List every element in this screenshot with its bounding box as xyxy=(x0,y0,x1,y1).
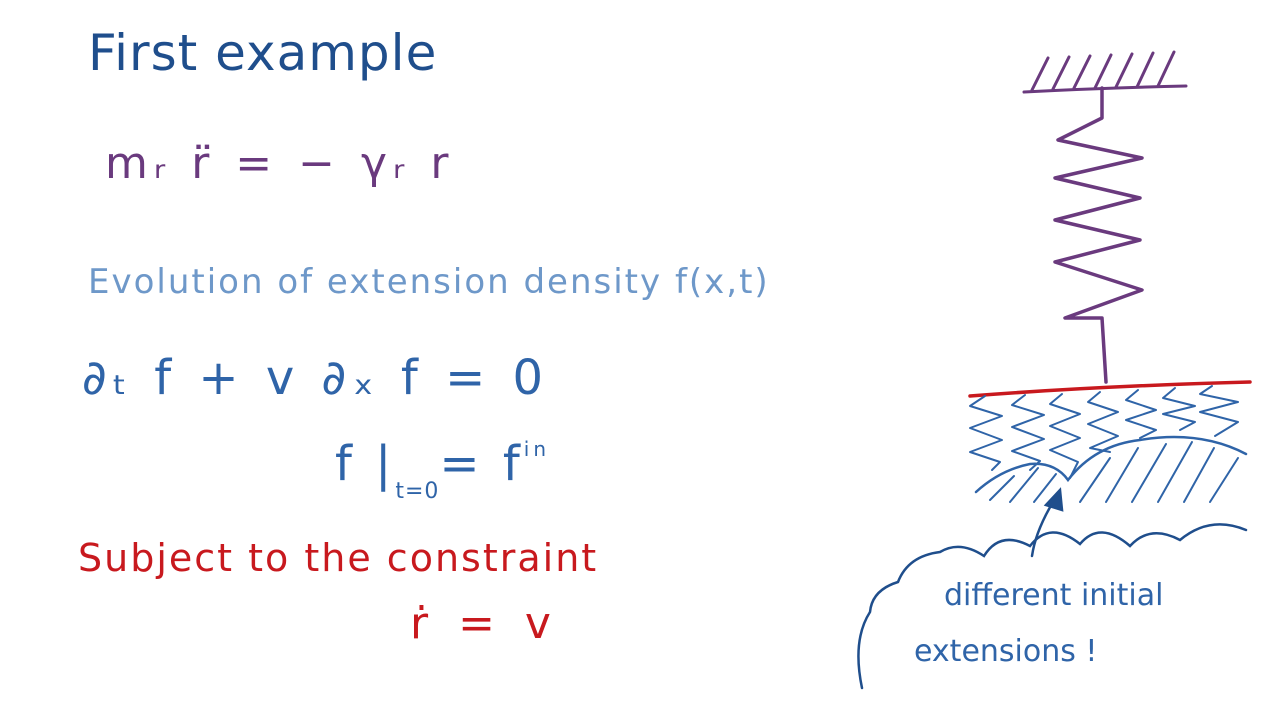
constraint-equation: ṙ = v xyxy=(410,598,559,649)
initial-condition-subscript: t=0 xyxy=(395,479,440,504)
rigid-bar-icon xyxy=(968,380,1252,398)
initial-condition-rhs: = f xyxy=(439,436,524,492)
transport-equation: ∂ₜ f + v ∂ₓ f = 0 xyxy=(82,350,550,406)
small-springs-icon xyxy=(969,385,1239,479)
annotation-line-1: different initial xyxy=(944,578,1164,613)
initial-condition: f |t=0= fin xyxy=(335,436,550,504)
arrow-icon xyxy=(1030,487,1064,558)
initial-condition-superscript: in xyxy=(523,437,550,461)
evolution-heading: Evolution of extension density f(x,t) xyxy=(88,262,770,302)
equation-of-motion: mᵣ r̈ = − γᵣ r xyxy=(105,138,455,189)
initial-condition-lhs: f | xyxy=(335,436,396,492)
main-spring-icon xyxy=(1053,86,1144,384)
thought-cloud-icon xyxy=(857,523,1248,690)
page-title: First example xyxy=(88,24,438,82)
annotation-line-2: extensions ! xyxy=(914,634,1098,669)
ceiling-hatch-icon xyxy=(1022,50,1188,94)
ground-hatch-icon xyxy=(974,435,1248,503)
constraint-heading: Subject to the constraint xyxy=(78,536,599,580)
